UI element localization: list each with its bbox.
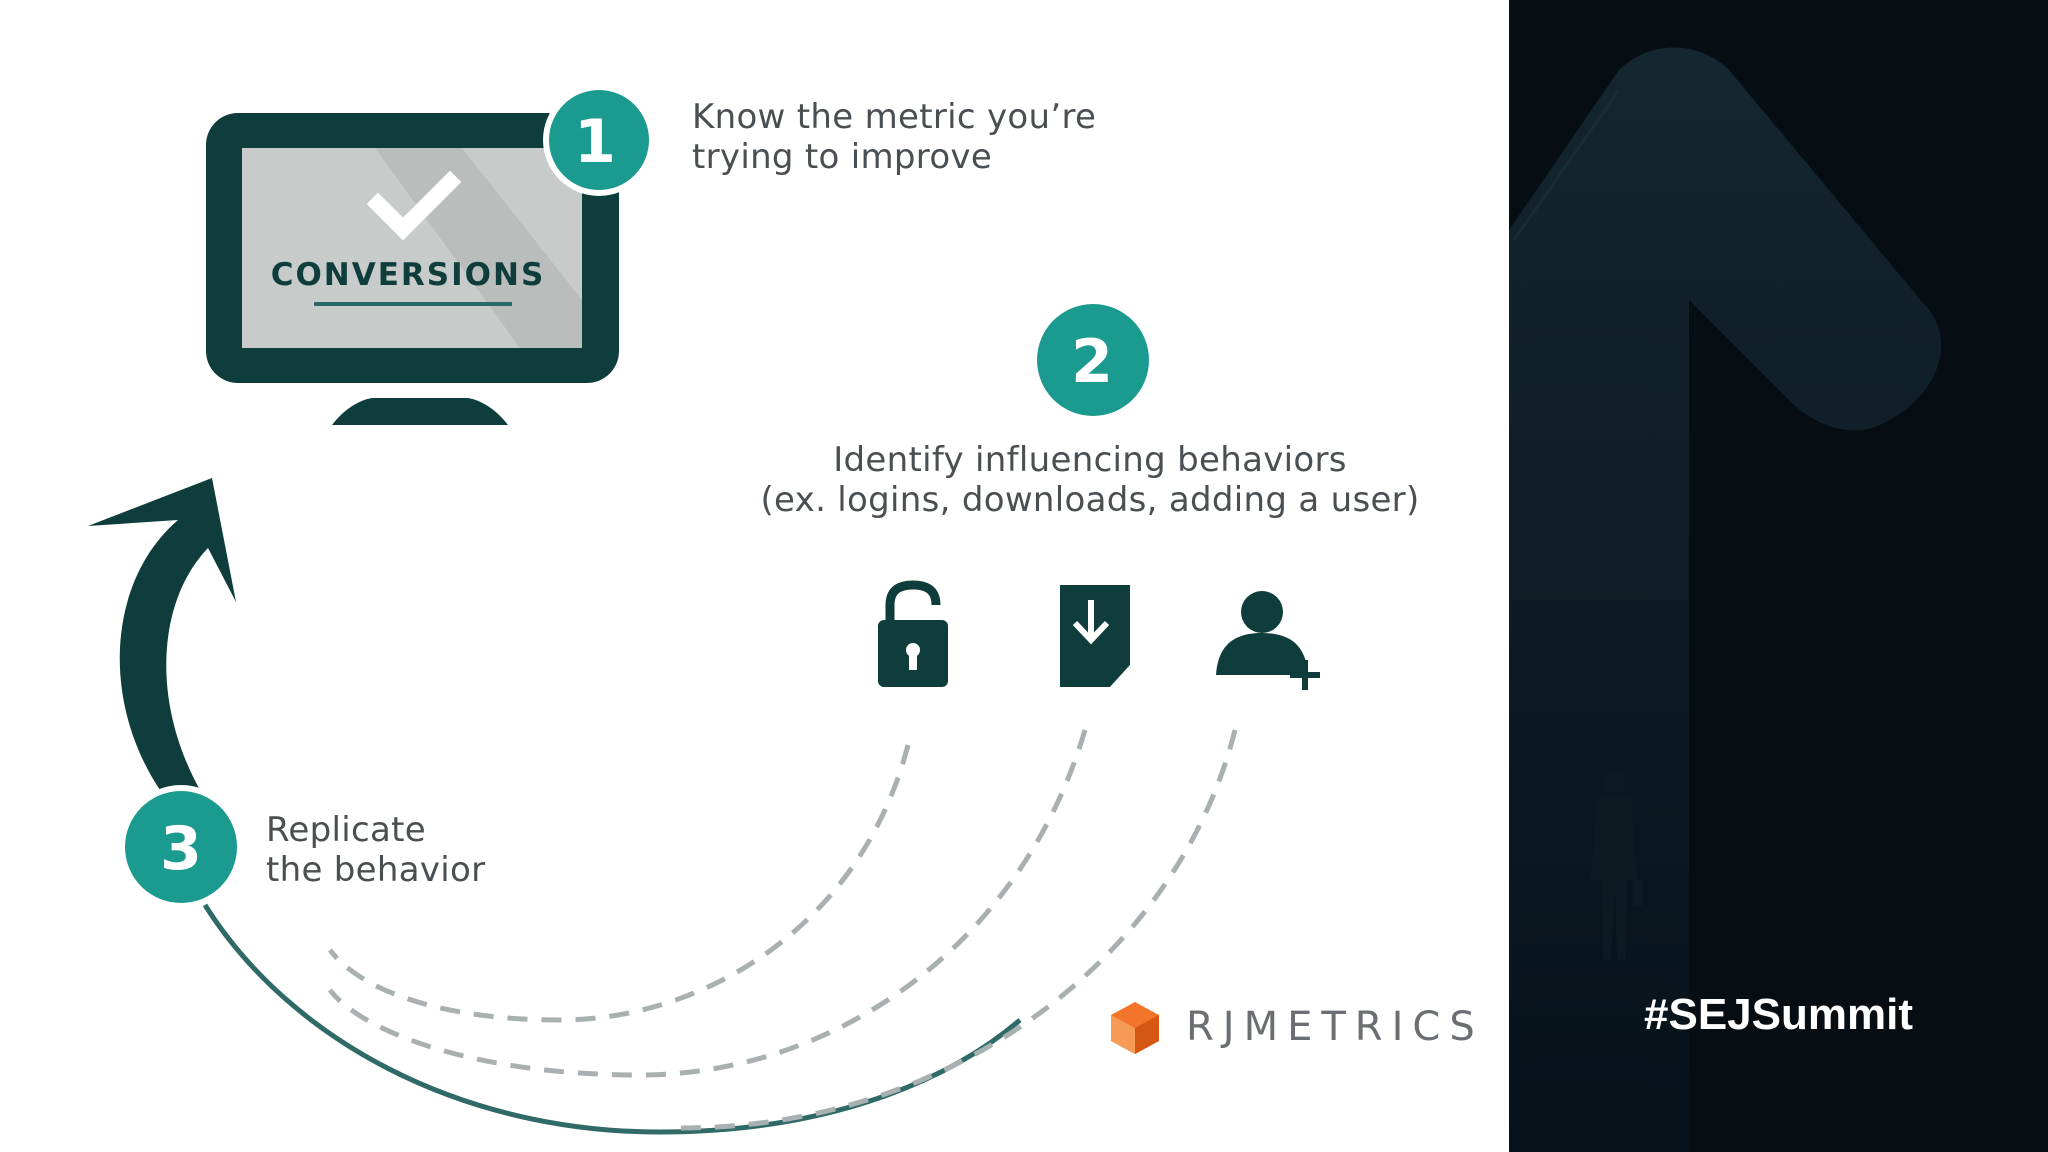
step-2-badge: 2 [1037, 304, 1149, 416]
side-photo-panel: #SEJSummit [1509, 0, 2048, 1152]
step-1-label: Know the metric you’re trying to improve [692, 97, 1097, 177]
brand-name: RJMETRICS [1186, 1004, 1484, 1050]
person-silhouette-icon [1591, 771, 1643, 960]
hexagon-cube-logo-icon [1111, 1002, 1159, 1054]
login-dashed-path [328, 744, 911, 1023]
add-user-icon [1216, 591, 1320, 690]
monitor-icon: CONVERSIONS [206, 113, 619, 425]
step-2-label: Identify influencing behaviors (ex. logi… [760, 440, 1420, 520]
up-arrow-silhouette-icon [1509, 47, 1942, 1152]
step-3-label: Replicate the behavior [266, 810, 486, 890]
download-dashed-path [328, 729, 1088, 1078]
step-3-badge: 3 [119, 785, 243, 909]
add-user-dashed-path [679, 729, 1238, 1131]
metric-cycle-diagram: CONVERSIONS 1 2 3 [88, 84, 1320, 1135]
step-3-number: 3 [160, 814, 202, 884]
monitor-screen-label: CONVERSIONS [271, 257, 546, 293]
event-hashtag: #SEJSummit [1644, 990, 1913, 1039]
step-1-number: 1 [574, 107, 616, 177]
unlock-icon [878, 580, 948, 687]
cycle-arrow[interactable] [88, 478, 236, 790]
step-2-number: 2 [1071, 327, 1113, 397]
step-1-badge: 1 [543, 84, 655, 196]
download-icon [1060, 585, 1130, 687]
checkmark-icon [366, 170, 462, 241]
return-arc [202, 903, 1022, 1135]
